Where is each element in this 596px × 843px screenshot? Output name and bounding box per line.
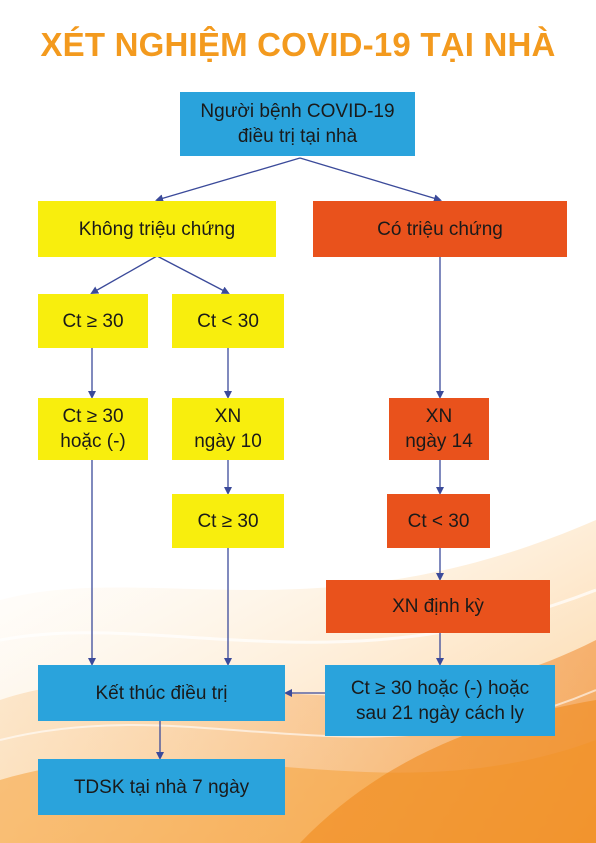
node-end-treatment-label: Kết thúc điều trị <box>95 682 228 704</box>
node-ct-lt-30-b-label: Ct < 30 <box>407 510 470 532</box>
arrow-asym-to-ctlt30 <box>156 255 230 294</box>
node-ct-ge-30-a: Ct ≥ 30 <box>38 294 148 348</box>
node-ct-ge-30-or-neg-line1: Ct ≥ 30 <box>62 406 124 427</box>
node-ct-lt-30-a: Ct < 30 <box>172 294 284 348</box>
node-start: Người bệnh COVID-19 điều trị tại nhà <box>180 92 415 156</box>
node-ct-or-21-days-line2: sau 21 ngày cách ly <box>356 702 524 724</box>
node-periodic-test: XN định kỳ <box>326 580 550 633</box>
node-start-line1: Người bệnh COVID-19 <box>200 101 395 122</box>
node-ct-ge-30-a-label: Ct ≥ 30 <box>62 310 124 332</box>
arrow-start-to-symptomatic <box>299 157 442 203</box>
node-home-monitoring: TDSK tại nhà 7 ngày <box>38 759 285 815</box>
arrow-start-to-asymptomatic <box>155 157 301 203</box>
node-ct-ge-30-or-neg: Ct ≥ 30 hoặc (-) <box>38 398 148 460</box>
node-ct-or-21-days: Ct ≥ 30 hoặc (-) hoặc sau 21 ngày cách l… <box>325 665 555 736</box>
node-ct-lt-30-b: Ct < 30 <box>387 494 490 548</box>
node-test-day-14: XN ngày 14 <box>389 398 489 460</box>
node-ct-lt-30-a-label: Ct < 30 <box>197 310 259 332</box>
page-title: XÉT NGHIỆM COVID-19 TẠI NHÀ <box>40 26 556 63</box>
node-test-day-10-line2: ngày 10 <box>194 431 262 452</box>
node-ct-ge-30-or-neg-line2: hoặc (-) <box>60 431 126 452</box>
node-test-day-10: XN ngày 10 <box>172 398 284 460</box>
node-ct-ge-30-b-label: Ct ≥ 30 <box>197 510 259 532</box>
node-test-day-10-line1: XN <box>214 406 242 427</box>
node-ct-ge-30-b: Ct ≥ 30 <box>172 494 284 548</box>
node-end-treatment: Kết thúc điều trị <box>38 665 285 721</box>
node-asymptomatic-label: Không triệu chứng <box>78 218 236 240</box>
node-test-day-14-line1: XN <box>425 406 453 427</box>
node-start-line2: điều trị tại nhà <box>237 126 358 147</box>
node-symptomatic-label: Có triệu chứng <box>377 218 503 240</box>
node-asymptomatic: Không triệu chứng <box>38 201 276 257</box>
node-test-day-14-line2: ngày 14 <box>405 431 473 452</box>
node-home-monitoring-label: TDSK tại nhà 7 ngày <box>73 776 250 798</box>
node-ct-or-21-days-line1: Ct ≥ 30 hoặc (-) hoặc <box>350 677 530 699</box>
node-periodic-test-label: XN định kỳ <box>392 596 484 617</box>
arrow-asym-to-ctge30 <box>90 255 158 294</box>
node-symptomatic: Có triệu chứng <box>313 201 567 257</box>
